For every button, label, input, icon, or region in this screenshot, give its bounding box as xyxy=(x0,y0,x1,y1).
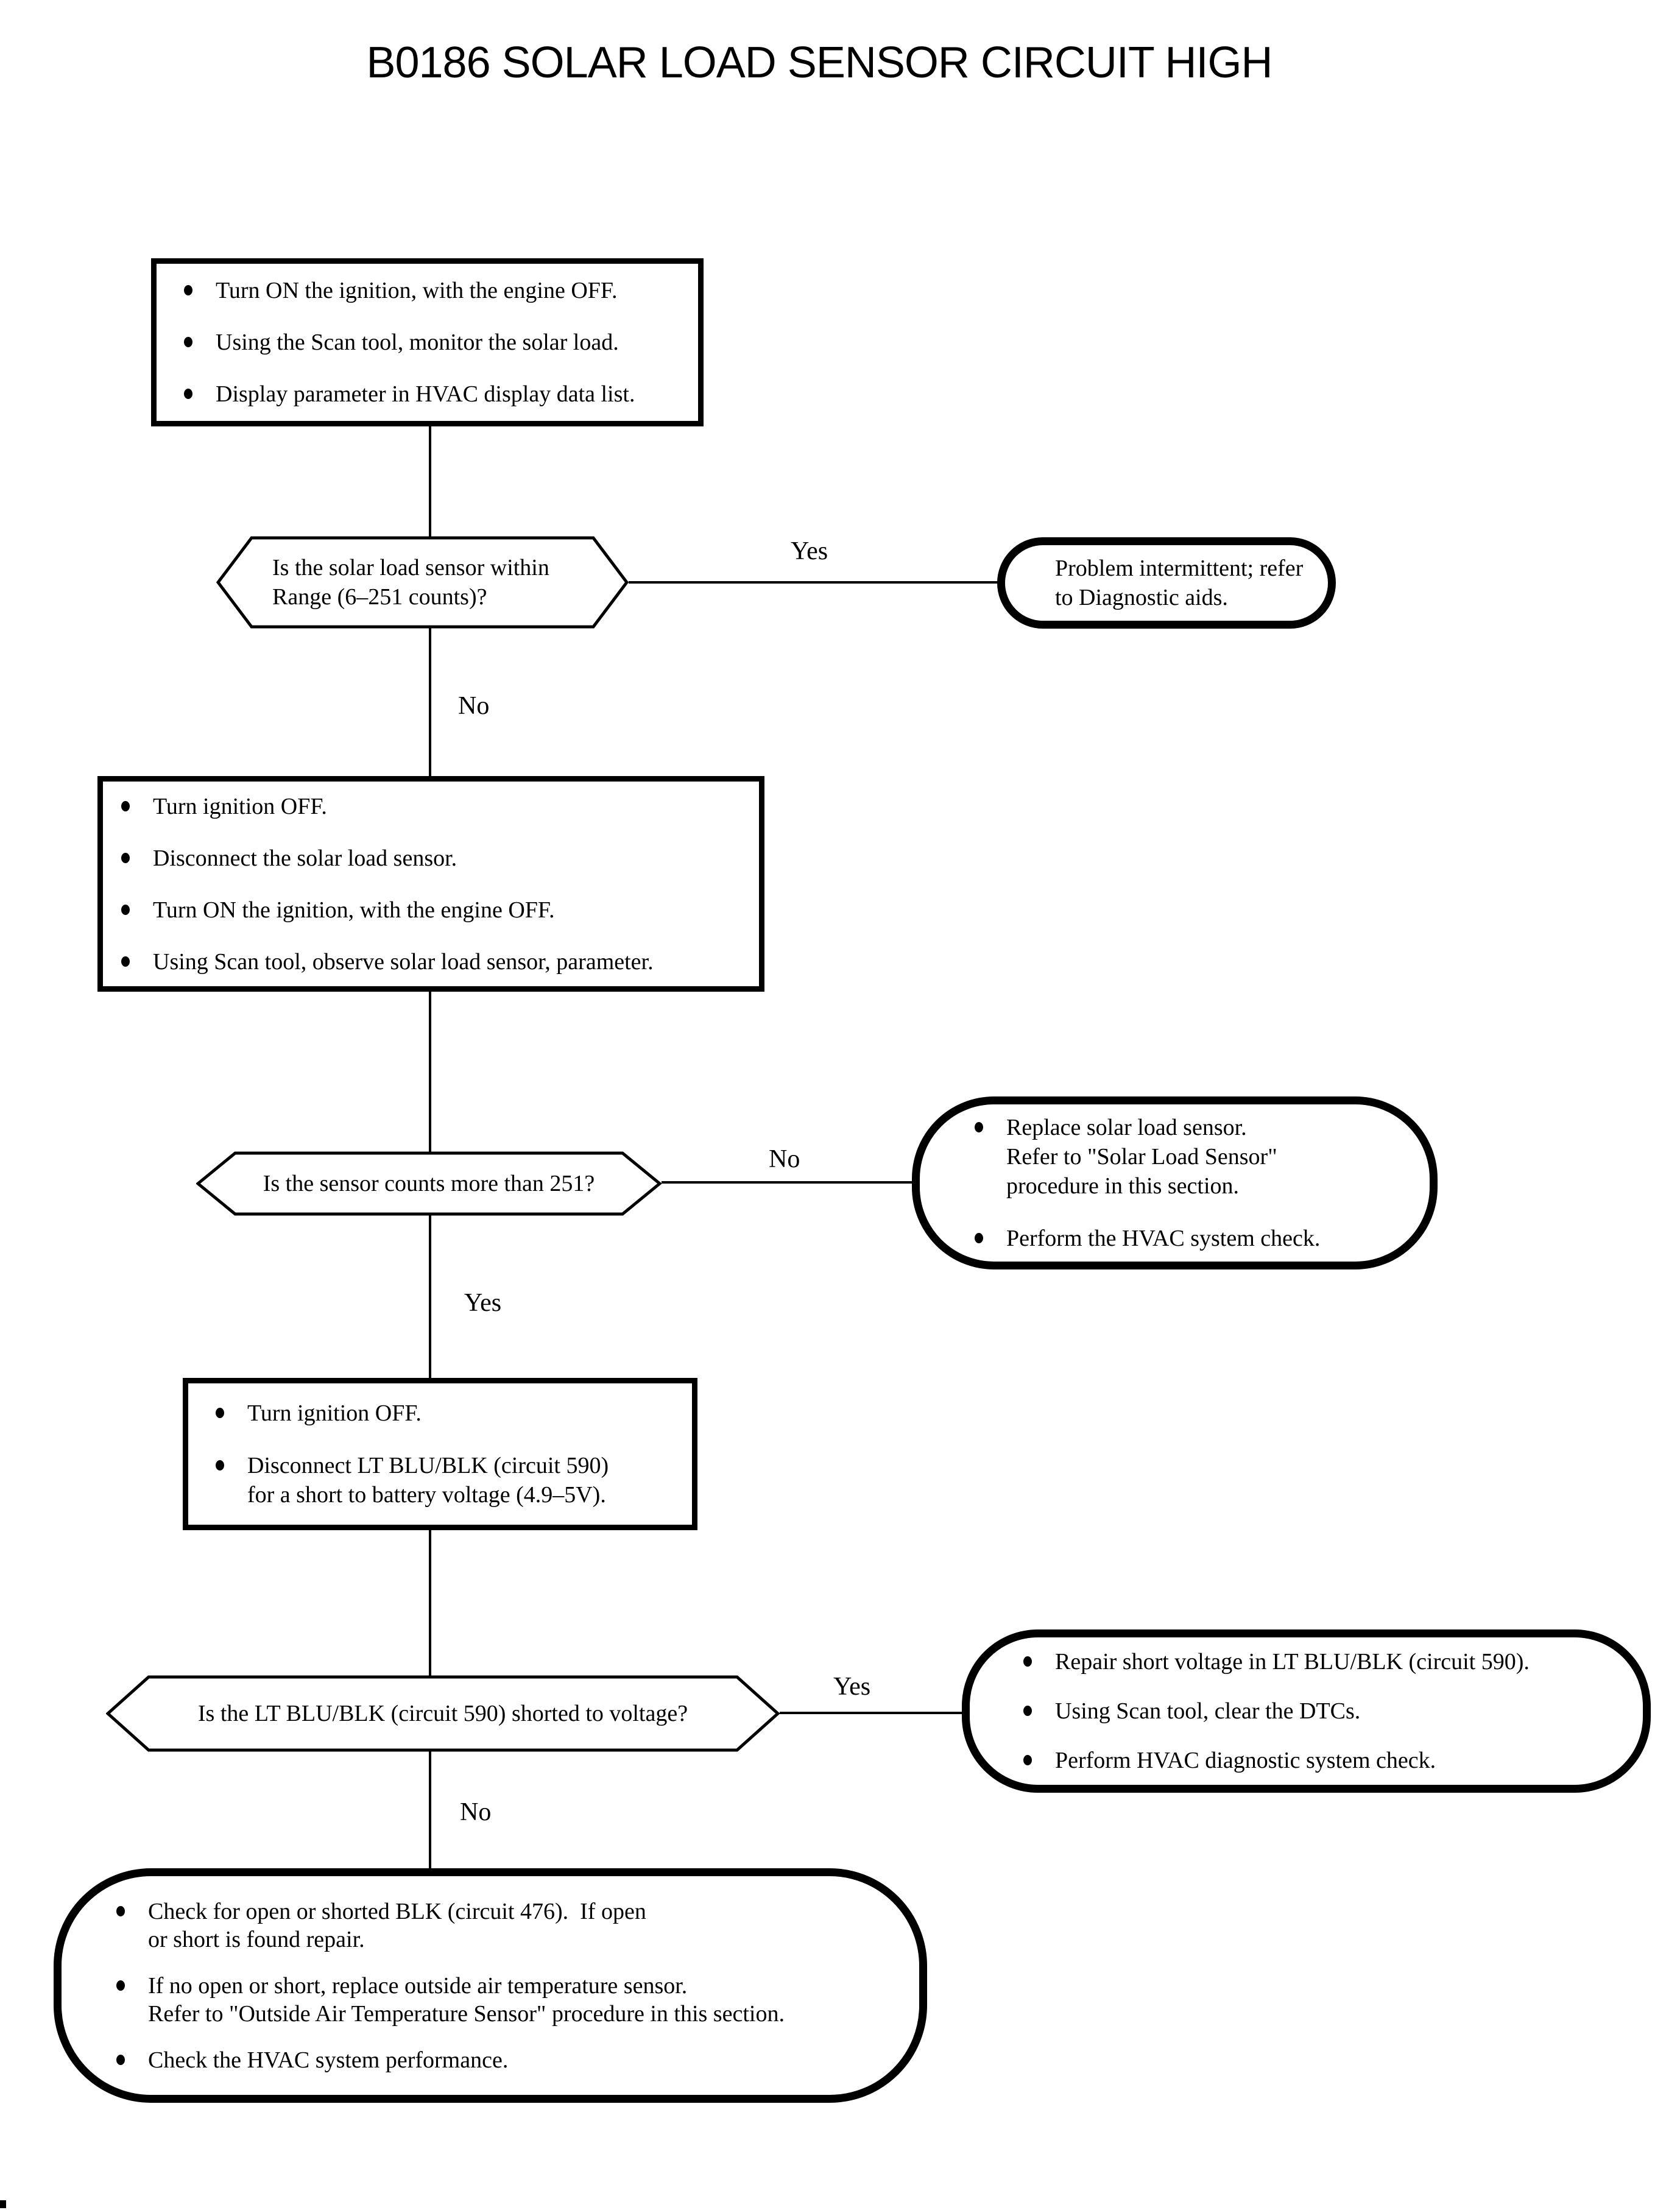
bullet-icon xyxy=(184,285,192,295)
edge-label-yes-2: Yes xyxy=(464,1289,502,1317)
list-item: Disconnect the solar load sensor. xyxy=(121,844,747,873)
bullet-text: Perform the HVAC system check. xyxy=(1006,1226,1321,1251)
scan-artifact-mark xyxy=(0,2200,6,2208)
bullet-text: Turn ignition OFF. xyxy=(247,1400,422,1426)
step-box-2: Turn ignition OFF. Disconnect the solar … xyxy=(97,776,764,992)
bullet-text: Turn ON the ignition, with the engine OF… xyxy=(153,897,555,923)
bullet-icon xyxy=(184,389,192,399)
terminal-repair-short: Repair short voltage in LT BLU/BLK (circ… xyxy=(962,1629,1651,1793)
list-item: Display parameter in HVAC display data l… xyxy=(184,380,686,409)
list-item: Turn ignition OFF. xyxy=(216,1399,680,1428)
connector-decision3-yes xyxy=(780,1712,963,1714)
list-item: Using Scan tool, clear the DTCs. xyxy=(1023,1696,1625,1726)
decision-2: Is the sensor counts more than 251? xyxy=(196,1151,662,1216)
connector-decision1-no xyxy=(429,627,431,776)
step-box-1: Turn ON the ignition, with the engine OF… xyxy=(151,258,704,426)
hexagon-outline xyxy=(106,1675,780,1752)
bullet-text: If no open or short, replace outside air… xyxy=(148,1972,785,2027)
bullet-text: Using Scan tool, observe solar load sens… xyxy=(153,948,654,975)
bullet-text: Using Scan tool, clear the DTCs. xyxy=(1055,1698,1361,1724)
bullet-icon xyxy=(121,852,130,863)
bullet-text: Perform HVAC diagnostic system check. xyxy=(1055,1748,1436,1773)
bullet-icon xyxy=(1023,1656,1032,1667)
bullet-text: Disconnect the solar load sensor. xyxy=(153,845,457,871)
bullet-icon xyxy=(116,1905,125,1916)
connector-step1-to-decision1 xyxy=(429,426,431,537)
list-item: Using the Scan tool, monitor the solar l… xyxy=(184,328,686,357)
edge-label-yes-3: Yes xyxy=(833,1673,871,1701)
bullet-text: Display parameter in HVAC display data l… xyxy=(216,381,635,407)
connector-step3-to-decision3 xyxy=(429,1529,431,1676)
bullet-icon xyxy=(121,956,130,967)
connector-decision2-no xyxy=(662,1181,916,1184)
edge-label-yes-1: Yes xyxy=(791,537,828,565)
step-box-3: Turn ignition OFF. Disconnect LT BLU/BLK… xyxy=(183,1378,697,1530)
connector-decision1-yes xyxy=(629,581,998,584)
bullet-text: Repair short voltage in LT BLU/BLK (circ… xyxy=(1055,1649,1530,1675)
decision-3-question: Is the LT BLU/BLK (circuit 590) shorted … xyxy=(197,1701,688,1726)
list-item: Turn ON the ignition, with the engine OF… xyxy=(184,276,686,305)
bullet-text: Check for open or shorted BLK (circuit 4… xyxy=(148,1898,646,1952)
list-item: Disconnect LT BLU/BLK (circuit 590) for … xyxy=(216,1451,680,1509)
bullet-icon xyxy=(216,1460,224,1470)
decision-2-question: Is the sensor counts more than 251? xyxy=(263,1171,595,1196)
step2-bullet-list: Turn ignition OFF. Disconnect the solar … xyxy=(121,792,747,976)
decision-3: Is the LT BLU/BLK (circuit 590) shorted … xyxy=(106,1675,780,1752)
step3-bullet-list: Turn ignition OFF. Disconnect LT BLU/BLK… xyxy=(216,1399,680,1509)
list-item: Check for open or shorted BLK (circuit 4… xyxy=(116,1898,895,1954)
bullet-icon xyxy=(975,1122,983,1132)
terminal-1-text: Problem intermittent; refer to Diagnosti… xyxy=(1055,556,1304,610)
bullet-text: Replace solar load sensor. Refer to "Sol… xyxy=(1006,1115,1277,1199)
list-item: Turn ignition OFF. xyxy=(121,792,747,821)
hexagon-outline xyxy=(196,1151,662,1216)
list-item: Turn ON the ignition, with the engine OF… xyxy=(121,895,747,925)
connector-step2-to-decision2 xyxy=(429,992,431,1153)
terminal-3-bullet-list: Repair short voltage in LT BLU/BLK (circ… xyxy=(1023,1647,1625,1775)
decision-1-question: Is the solar load sensor within Range (6… xyxy=(272,555,549,610)
bullet-icon xyxy=(116,1980,125,1991)
terminal-4-bullet-list: Check for open or shorted BLK (circuit 4… xyxy=(116,1898,895,2074)
bullet-text: Turn ON the ignition, with the engine OF… xyxy=(216,278,618,303)
step1-bullet-list: Turn ON the ignition, with the engine OF… xyxy=(184,276,686,409)
bullet-icon xyxy=(975,1233,983,1243)
terminal-replace-sensor: Replace solar load sensor. Refer to "Sol… xyxy=(912,1096,1438,1269)
terminal-final-checks: Check for open or shorted BLK (circuit 4… xyxy=(54,1868,927,2103)
hexagon-outline xyxy=(216,536,629,629)
bullet-icon xyxy=(121,904,130,915)
bullet-text: Using the Scan tool, monitor the solar l… xyxy=(216,330,619,355)
page-title: B0186 SOLAR LOAD SENSOR CIRCUIT HIGH xyxy=(366,38,1272,87)
bullet-icon xyxy=(1023,1755,1032,1765)
list-item: Perform HVAC diagnostic system check. xyxy=(1023,1746,1625,1775)
connector-decision2-yes xyxy=(429,1215,431,1379)
edge-label-no-1: No xyxy=(458,692,490,720)
list-item: Repair short voltage in LT BLU/BLK (circ… xyxy=(1023,1647,1625,1676)
bullet-text: Check the HVAC system performance. xyxy=(148,2047,509,2073)
terminal-problem-intermittent: Problem intermittent; refer to Diagnosti… xyxy=(997,537,1336,629)
bullet-icon xyxy=(184,337,192,347)
bullet-icon xyxy=(116,2054,125,2065)
list-item: Using Scan tool, observe solar load sens… xyxy=(121,947,747,976)
edge-label-no-3: No xyxy=(460,1798,492,1826)
terminal-2-bullet-list: Replace solar load sensor. Refer to "Sol… xyxy=(975,1113,1411,1253)
bullet-icon xyxy=(121,800,130,811)
decision-1: Is the solar load sensor within Range (6… xyxy=(216,536,629,629)
bullet-text: Turn ignition OFF. xyxy=(153,793,327,819)
bullet-text: Disconnect LT BLU/BLK (circuit 590) for … xyxy=(247,1453,609,1508)
edge-label-no-2: No xyxy=(769,1145,800,1173)
list-item: If no open or short, replace outside air… xyxy=(116,1972,895,2028)
connector-decision3-no xyxy=(429,1751,431,1869)
list-item: Check the HVAC system performance. xyxy=(116,2046,895,2074)
bullet-icon xyxy=(216,1408,224,1418)
list-item: Perform the HVAC system check. xyxy=(975,1224,1411,1253)
list-item: Replace solar load sensor. Refer to "Sol… xyxy=(975,1113,1411,1201)
bullet-icon xyxy=(1023,1706,1032,1716)
